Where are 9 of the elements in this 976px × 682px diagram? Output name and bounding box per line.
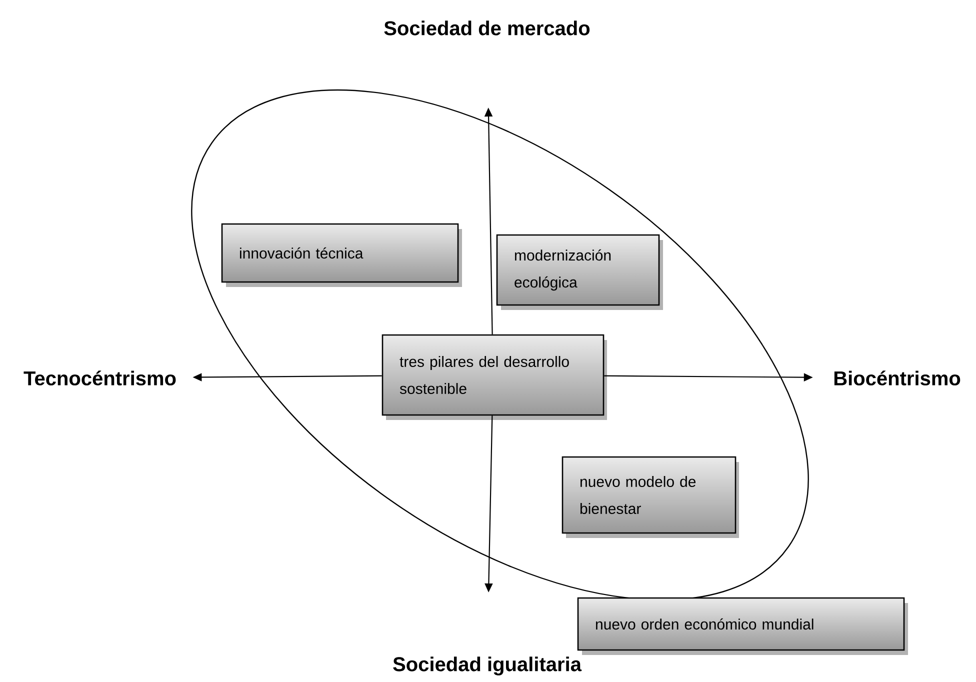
text-box: nuevo modelo de bienestar [562,456,740,538]
text-box: tres pilares del desarrollo sostenible [382,334,607,420]
axis-label: Sociedad de mercado [384,20,590,36]
axis-label: Tecnocéntrismo [24,370,176,386]
axis-label: Biocéntrismo [834,370,960,386]
text-box: nuevo orden económico mundial [577,597,908,655]
axis-label: Sociedad igualitaria [393,656,582,676]
text-box: modernización ecológica [496,234,663,310]
text-box: innovación técnica [221,223,462,287]
